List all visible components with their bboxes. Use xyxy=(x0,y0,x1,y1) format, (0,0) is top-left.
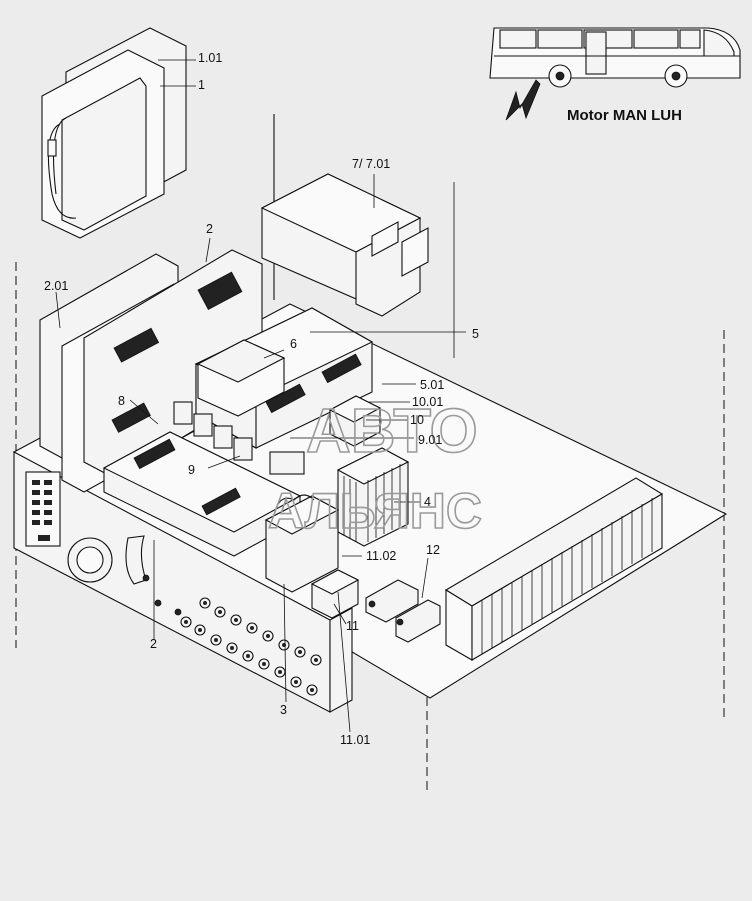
module-3 xyxy=(264,494,340,593)
resistors-12 xyxy=(365,579,441,643)
label-9: 9 xyxy=(188,463,195,477)
location-arrow-icon xyxy=(505,79,541,121)
label-10-01: 10.01 xyxy=(412,395,443,409)
label-3: 3 xyxy=(280,703,287,717)
label-2-top: 2 xyxy=(206,222,213,236)
label-5: 5 xyxy=(472,327,479,341)
label-1: 1 xyxy=(198,78,205,92)
label-11: 11 xyxy=(346,619,359,633)
label-4: 4 xyxy=(424,495,431,509)
board-connectors xyxy=(111,271,243,433)
ecu-module-1 xyxy=(41,27,187,239)
watermark-line-1: АВТО xyxy=(306,397,478,466)
relays-9 xyxy=(173,401,305,475)
fuse-panel xyxy=(25,471,182,616)
cable-duct xyxy=(444,477,664,661)
label-11-01: 11.01 xyxy=(340,733,370,747)
diagram-title: Motor MAN LUH xyxy=(567,107,682,124)
label-6: 6 xyxy=(290,337,297,351)
connector-array xyxy=(180,597,322,696)
label-5-01: 5.01 xyxy=(420,378,444,392)
watermark: АВТО АЛЬЯНС xyxy=(267,396,483,540)
relay-11 xyxy=(310,569,360,619)
relay-10 xyxy=(328,395,382,447)
label-7-7-01: 7/ 7.01 xyxy=(352,157,390,171)
label-11-02: 11.02 xyxy=(366,549,396,563)
label-2-bottom: 2 xyxy=(150,637,157,651)
label-10: 10 xyxy=(410,413,424,427)
label-2-01: 2.01 xyxy=(44,279,68,293)
leader-lines xyxy=(55,59,466,733)
bus-icon xyxy=(489,27,741,121)
label-1-01: 1.01 xyxy=(198,51,222,65)
label-8: 8 xyxy=(118,394,125,408)
module-4 xyxy=(336,447,410,547)
watermark-line-2: АЛЬЯНС xyxy=(268,483,482,539)
label-9-01: 9.01 xyxy=(418,433,442,447)
label-12: 12 xyxy=(426,543,440,557)
module-6 xyxy=(196,339,286,417)
relay-block-8 xyxy=(102,401,305,557)
module-7 xyxy=(260,114,429,317)
